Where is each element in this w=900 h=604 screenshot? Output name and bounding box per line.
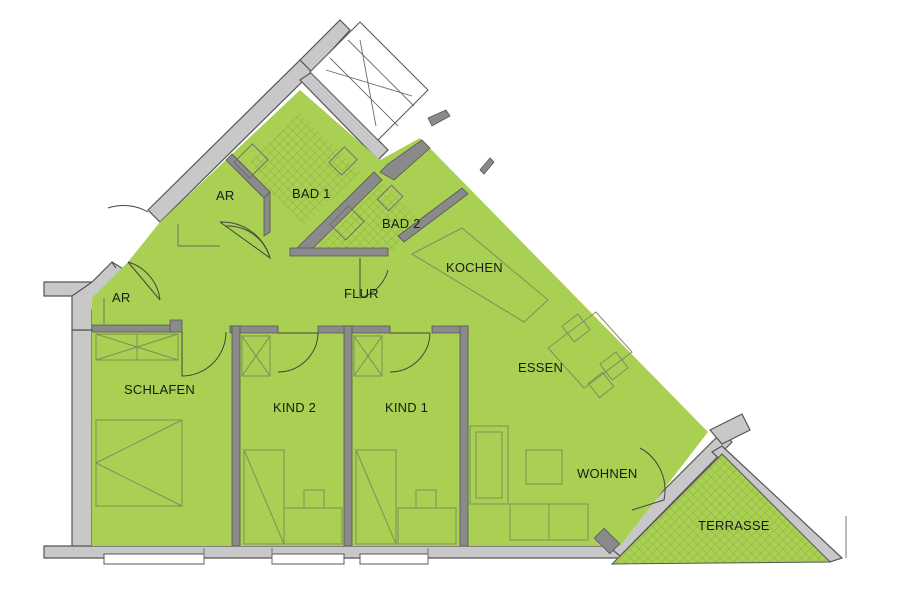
label-terrasse: TERRASSE <box>698 518 770 533</box>
furniture <box>95 143 633 545</box>
balcony-shaft <box>309 21 429 141</box>
label-ar-left: AR <box>112 290 130 305</box>
label-kind-2: KIND 2 <box>273 400 316 415</box>
windows <box>103 527 621 565</box>
label-bad-1: BAD 1 <box>292 186 331 201</box>
apartment-floor <box>92 90 708 546</box>
terrace <box>610 453 847 565</box>
label-ar-top: AR <box>216 188 234 203</box>
interior-walls <box>91 109 495 547</box>
label-essen: ESSEN <box>518 360 563 375</box>
label-schlafen: SCHLAFEN <box>124 382 195 397</box>
label-wohnen: WOHNEN <box>577 466 637 481</box>
label-bad-2: BAD 2 <box>382 216 421 231</box>
label-flur: FLUR <box>344 286 379 301</box>
bathroom-tiles <box>250 112 420 254</box>
doors <box>107 205 666 511</box>
room-labels: AR BAD 1 BAD 2 AR FLUR KOCHEN SCHLAFEN K… <box>112 186 770 533</box>
floor-area <box>92 90 708 546</box>
label-kind-1: KIND 1 <box>385 400 428 415</box>
label-kochen: KOCHEN <box>446 260 503 275</box>
